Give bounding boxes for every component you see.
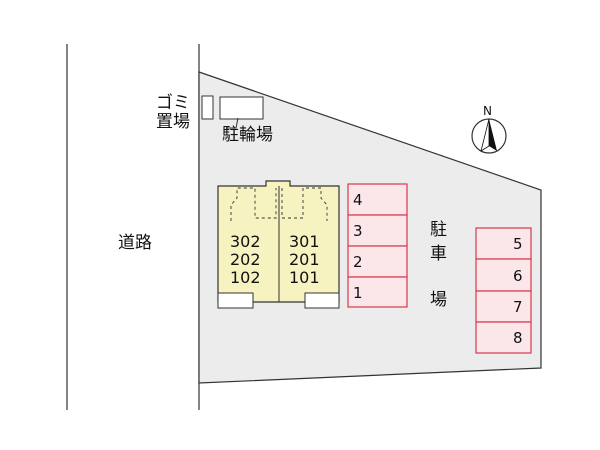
compass-north-label: N xyxy=(483,104,492,118)
unit-302: 302 xyxy=(230,232,261,251)
bicycle-label: 駐輪場 xyxy=(222,125,273,145)
parking-slot-7 xyxy=(475,290,532,323)
parking-slot-5 xyxy=(475,227,532,260)
slot-label-8: 8 xyxy=(513,329,523,347)
road-label: 道路 xyxy=(118,233,152,253)
parking-slot-4 xyxy=(347,183,408,216)
parking-label-char-1: 駐 xyxy=(430,220,447,240)
apartment-building xyxy=(217,180,340,309)
unit-101: 101 xyxy=(289,268,320,287)
bicycle-leader-line xyxy=(226,117,239,129)
garbage-label-line2: 置場 xyxy=(156,112,190,132)
slot-label-3: 3 xyxy=(353,222,363,240)
slot-label-7: 7 xyxy=(513,298,523,316)
garbage-label-line1: ゴミ xyxy=(156,92,190,113)
parking-slot-3 xyxy=(347,214,408,247)
unit-201: 201 xyxy=(289,250,320,269)
slot-label-5: 5 xyxy=(513,235,523,253)
garbage-station xyxy=(201,95,214,120)
unit-301: 301 xyxy=(289,232,320,251)
parking-slot-8 xyxy=(475,321,532,354)
compass-icon xyxy=(471,118,507,154)
bicycle-parking xyxy=(219,96,264,120)
parking-slot-1 xyxy=(347,276,408,308)
slot-label-2: 2 xyxy=(353,253,363,271)
unit-102: 102 xyxy=(230,268,261,287)
slot-label-4: 4 xyxy=(353,191,363,209)
parking-slot-2 xyxy=(347,245,408,278)
parking-label-char-3: 場 xyxy=(430,290,447,310)
slot-label-6: 6 xyxy=(513,267,523,285)
parking-label-char-2: 車 xyxy=(430,244,447,264)
slot-label-1: 1 xyxy=(353,284,363,302)
parking-slot-6 xyxy=(475,258,532,292)
unit-202: 202 xyxy=(230,250,261,269)
